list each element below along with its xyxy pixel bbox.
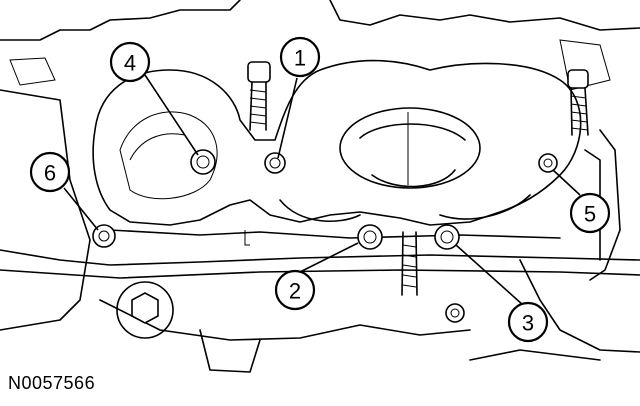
callout-4: 4 (109, 41, 151, 83)
manifold-nuts (92, 149, 558, 339)
callout-1: 1 (279, 36, 321, 78)
callout-5-label: 5 (584, 202, 596, 227)
engine-block-outline (0, 0, 640, 373)
leader-lines (63, 74, 581, 306)
callout-1-label: 1 (294, 46, 306, 71)
figure-id: N0057566 (8, 373, 96, 393)
callout-2-label: 2 (289, 279, 301, 304)
callout-4-label: 4 (124, 51, 136, 76)
studs (247, 61, 589, 296)
callout-3: 3 (507, 301, 549, 343)
callout-2: 2 (274, 269, 316, 311)
callout-6-label: 6 (44, 161, 56, 186)
manifold-body (92, 59, 582, 246)
callout-5: 5 (569, 192, 611, 234)
callout-6: 6 (29, 151, 71, 193)
callout-3-label: 3 (522, 311, 534, 336)
